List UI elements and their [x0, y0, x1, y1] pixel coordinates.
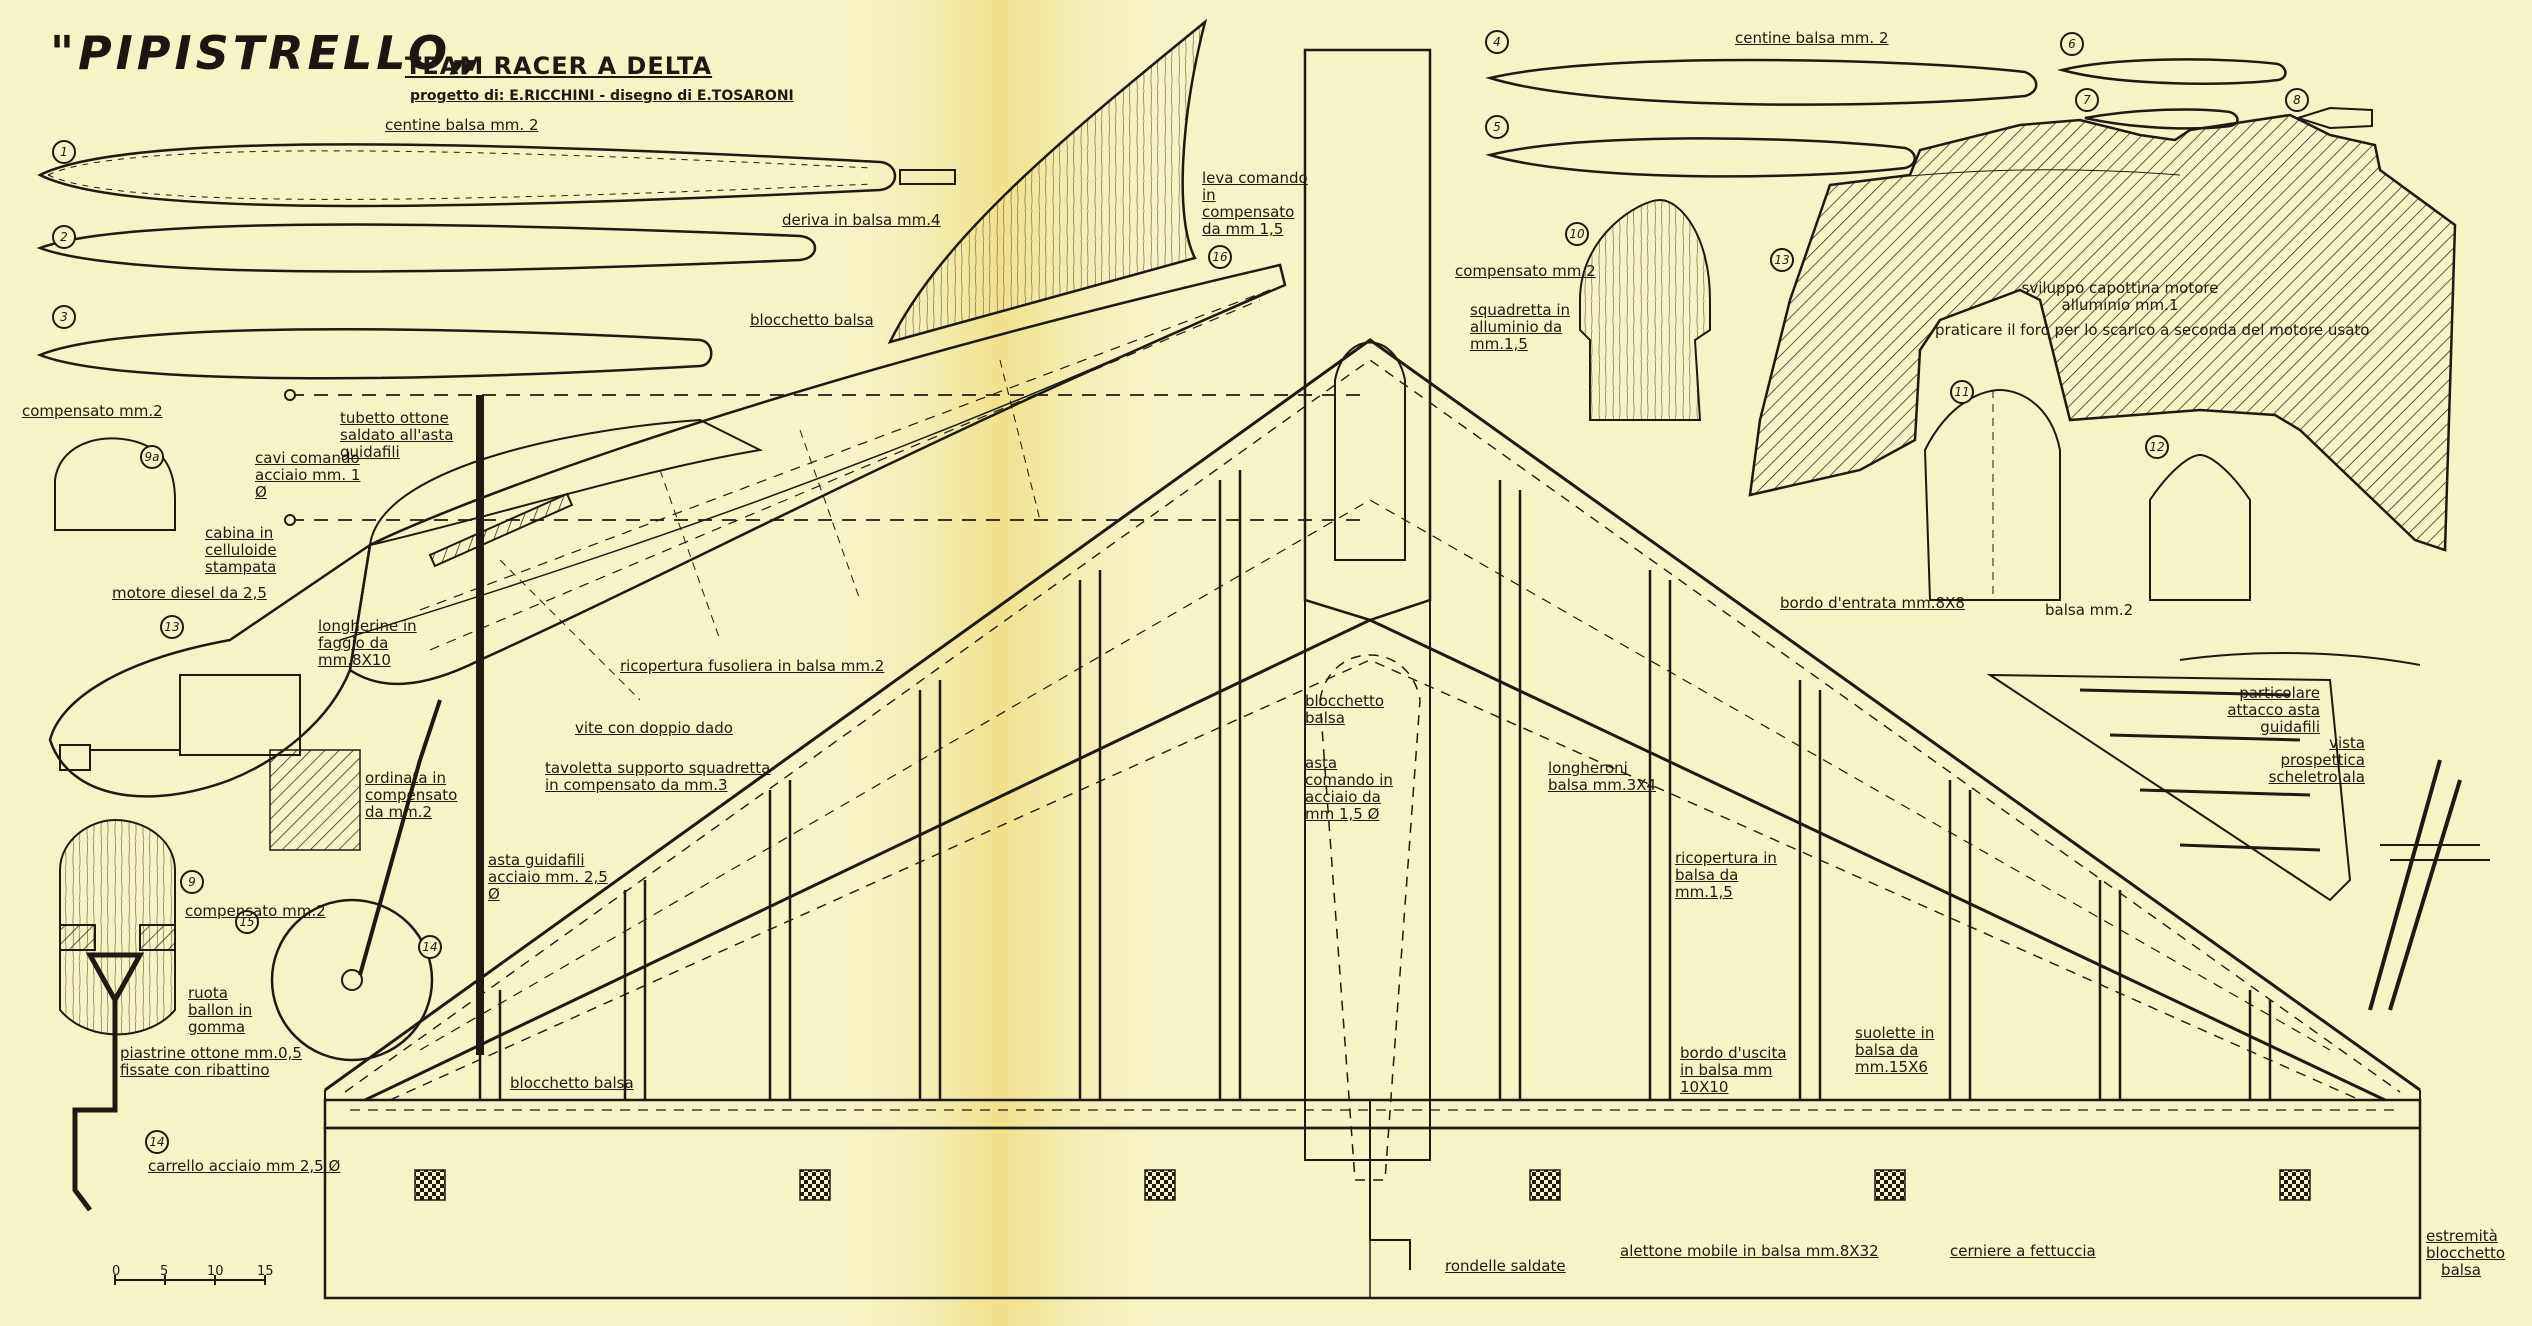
label-ordinata: ordinata in compensato da mm.2 [365, 769, 458, 821]
part-number-5: 5 [1485, 115, 1509, 139]
label-tavoletta: tavoletta supporto squadretta in compens… [545, 759, 771, 794]
part-number-4: 4 [1485, 30, 1509, 54]
part-number-14-wheel: 14 [418, 935, 442, 959]
part-number-8: 8 [2285, 88, 2309, 112]
label-particolare: particolare attacco asta guidafili [2227, 684, 2320, 736]
label-blocchetto-bottom: blocchetto balsa [510, 1074, 634, 1092]
part-number-9: 9 [180, 870, 204, 894]
rib-1 [37, 143, 956, 208]
label-centine-right: centine balsa mm. 2 [1735, 29, 1889, 47]
label-cabina: cabina in celluloide stampata [205, 524, 277, 576]
label-cerniere: cerniere a fettuccia [1950, 1242, 2096, 1260]
label-longherine: longherine in faggio da mm.8X10 [318, 617, 417, 669]
part-number-15: 15 [235, 910, 259, 934]
part-number-13: 13 [1770, 248, 1794, 272]
part-number-1: 1 [52, 140, 76, 164]
label-longheroni: longheroni balsa mm.3X4 [1548, 759, 1657, 794]
label-tubetto: tubetto ottone saldato all'asta guidafil… [340, 409, 454, 461]
rib-3 [36, 327, 713, 380]
label-praticare: praticare il foro per lo scarico a secon… [1935, 321, 2370, 339]
part-number-16: 16 [1208, 245, 1232, 269]
label-centine-left: centine balsa mm. 2 [385, 116, 539, 134]
label-suolette: suolette in balsa da mm.15X6 [1855, 1024, 1935, 1076]
part-number-2: 2 [52, 225, 76, 249]
scale-5: 5 [160, 1264, 169, 1279]
label-compensato-9: compensato mm.2 [185, 902, 326, 920]
part-number-9a: 9a [140, 445, 164, 469]
label-blocchetto-top: blocchetto balsa [750, 311, 874, 329]
label-carrello: carrello acciaio mm 2,5 Ø [148, 1157, 341, 1175]
label-asta-guidafili: asta guidafili acciaio mm. 2,5 Ø [488, 851, 608, 903]
label-alettone: alettone mobile in balsa mm.8X32 [1620, 1242, 1879, 1260]
label-leva: leva comando in compensato da mm 1,5 [1202, 169, 1308, 238]
label-sviluppo: sviluppo capottina motore alluminio mm.1 [2021, 279, 2219, 314]
label-deriva: deriva in balsa mm.4 [782, 211, 941, 229]
label-estremita: estremità blocchetto balsa [2426, 1227, 2506, 1279]
part-number-14: 14 [145, 1130, 169, 1154]
part-number-13-engine: 13 [160, 615, 184, 639]
part-number-11: 11 [1950, 380, 1974, 404]
plan-subtitle: TEAM RACER A DELTA [405, 52, 713, 80]
part-number-3: 3 [52, 305, 76, 329]
part-number-7: 7 [2075, 88, 2099, 112]
label-squadretta: squadretta in alluminio da mm.1,5 [1470, 301, 1571, 353]
scale-0: 0 [112, 1264, 121, 1279]
label-ricopertura-fus: ricopertura fusoliera in balsa mm.2 [620, 657, 885, 675]
scale-10: 10 [207, 1264, 224, 1279]
label-compensato-10: compensato mm.2 [1455, 262, 1596, 280]
label-balsa-mm2: balsa mm.2 [2045, 601, 2134, 619]
scale-15: 15 [257, 1264, 274, 1279]
label-ruota: ruota ballon in gomma [188, 984, 253, 1036]
part-number-6: 6 [2060, 32, 2084, 56]
label-motore: motore diesel da 2,5 [112, 584, 267, 602]
part-number-10: 10 [1565, 222, 1589, 246]
label-cavi: cavi comando acciaio mm. 1 Ø [255, 449, 361, 501]
label-compensato-9a: compensato mm.2 [22, 402, 163, 420]
label-bordo-uscita: bordo d'uscita in balsa mm 10X10 [1680, 1044, 1787, 1096]
label-vite: vite con doppio dado [575, 719, 733, 737]
label-blocchetto-center: blocchetto balsa [1305, 692, 1385, 727]
label-piastrine: piastrine ottone mm.0,5 fissate con riba… [120, 1044, 302, 1079]
label-vista: vista prospettica scheletro ala [2268, 734, 2365, 786]
label-ricopertura-ala: ricopertura in balsa da mm.1,5 [1675, 849, 1777, 901]
label-rondelle: rondelle saldate [1445, 1257, 1566, 1275]
label-asta-comando: asta comando in acciaio da mm 1,5 Ø [1305, 754, 1393, 823]
plan-title: "PIPISTRELLO„ [50, 26, 485, 80]
rib-2 [36, 223, 817, 273]
part-number-12: 12 [2145, 435, 2169, 459]
label-bordo-entrata: bordo d'entrata mm.8X8 [1780, 594, 1965, 612]
plan-credits: progetto di: E.RICCHINI - disegno di E.T… [410, 88, 794, 104]
